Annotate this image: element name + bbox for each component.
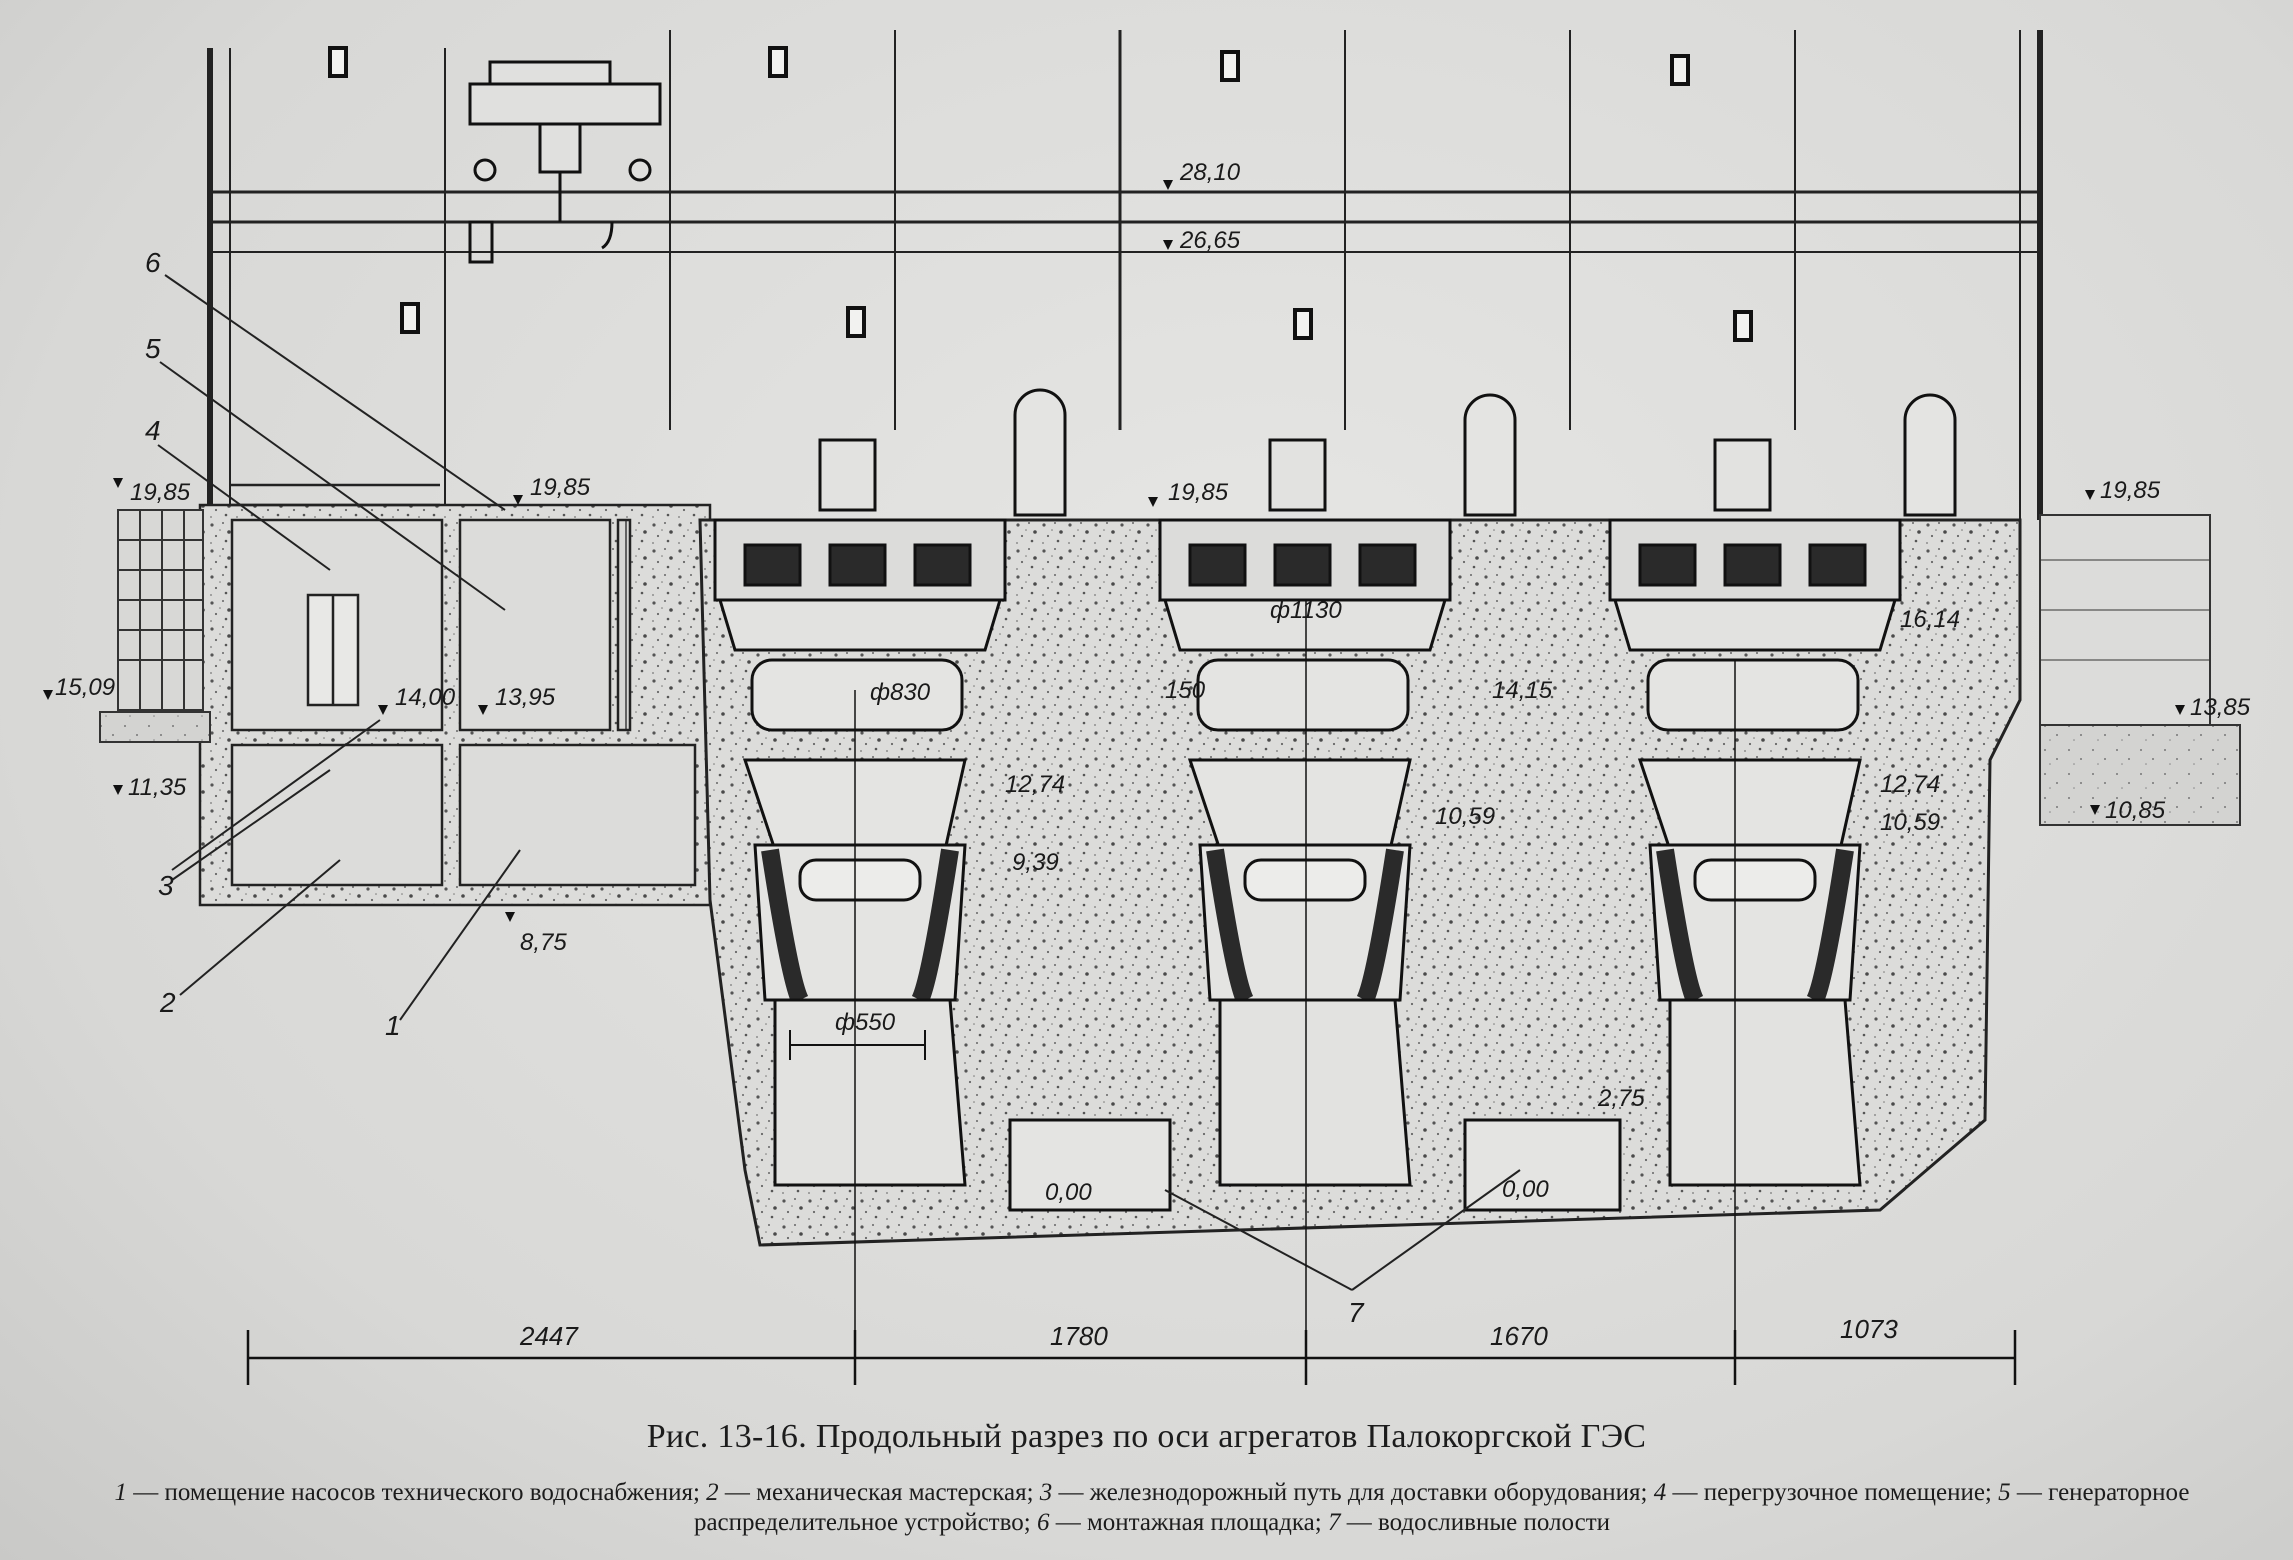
legend-number-2: 2 (706, 1479, 719, 1506)
figure-caption: Рис. 13-16. Продольный разрез по оси агр… (646, 1418, 1647, 1455)
callout-7: 7 (1348, 1297, 1365, 1328)
elevation-19-85-middle: 19,85 (1168, 479, 1229, 506)
elevation-10-59-unit2: 10,59 (1435, 803, 1495, 830)
diameter-550: ф550 (835, 1009, 896, 1036)
elevation-19-85-left: 19,85 (130, 479, 191, 506)
turbine-unit-2 (1158, 393, 1517, 1187)
elevation-9-39: 9,39 (1012, 849, 1059, 876)
turbine-unit-1 (713, 388, 1067, 1187)
building-frame (207, 30, 2043, 520)
overhead-crane (468, 60, 662, 264)
diameter-550-dimension (789, 1030, 926, 1060)
elevation-15-09: 15,09 (55, 674, 115, 701)
building-windows (328, 46, 1753, 342)
diameter-1130: ф1130 (1270, 597, 1342, 624)
callout-4: 4 (145, 415, 161, 446)
elevation-12-74-unit3: 12,74 (1880, 771, 1940, 798)
elevation-10-59-unit3: 10,59 (1880, 809, 1940, 836)
legend-number-3: 3 (1039, 1479, 1053, 1506)
elevation-8-75: 8,75 (520, 929, 567, 956)
callout-5: 5 (145, 333, 161, 364)
span-2447: 2447 (519, 1321, 579, 1351)
callout-leaders (157, 274, 1521, 1291)
elevation-13-85: 13,85 (2190, 694, 2251, 721)
elevation-0-00-b: 0,00 (1502, 1176, 1549, 1203)
span-1670: 1670 (1490, 1321, 1548, 1351)
legend-text-5: — генераторное распределительное устройс… (693, 1479, 2190, 1536)
legend-number-5: 5 (1998, 1479, 2011, 1506)
callout-2: 2 (159, 987, 176, 1018)
elevation-2-75: 2,75 (1597, 1085, 1645, 1112)
legend-number-6: 6 (1036, 1509, 1050, 1536)
span-dimension-line (246, 600, 2017, 1385)
elevation-13-95: 13,95 (495, 684, 556, 711)
legend-number-1: 1 (114, 1479, 128, 1506)
legend-text-1: — помещение насосов технического водосна… (127, 1479, 707, 1506)
elevation-10-85: 10,85 (2105, 797, 2166, 824)
elevation-11-35: 11,35 (128, 774, 187, 801)
elevation-14-15: 14,15 (1492, 677, 1553, 704)
elevation-16-14: 16,14 (1900, 606, 1960, 633)
diameter-830: ф830 (870, 679, 931, 706)
legend-number-7: 7 (1327, 1509, 1341, 1536)
elevation-0-00-a: 0,00 (1045, 1179, 1092, 1206)
legend-text-6: — монтажная площадка; (1049, 1509, 1328, 1536)
elevation-28-10: 28,10 (1179, 159, 1241, 186)
figure-legend: 1 — помещение насосов технического водос… (52, 1478, 2252, 1538)
legend-number-4: 4 (1653, 1479, 1667, 1506)
spillway-cavities (1008, 1118, 1622, 1212)
elevation-14-00: 14,00 (395, 684, 456, 711)
legend-text-7: — водосливные полости (1340, 1509, 1611, 1536)
hydro-station-section-drawing: 28,10 26,65 19,85 19,85 19,85 19,85 15,0… (43, 30, 2251, 1385)
elevation-markers (43, 180, 2185, 922)
span-1780: 1780 (1050, 1321, 1108, 1351)
left-stair-grid (117, 509, 204, 711)
left-auxiliary-block (198, 483, 712, 907)
callout-1: 1 (385, 1010, 401, 1041)
elevation-19-85-center-left: 19,85 (530, 474, 591, 501)
legend-text-3: — железнодорожный путь для доставки обор… (1052, 1479, 1654, 1506)
turbine-unit-3 (1608, 393, 1957, 1187)
elevation-19-85-right: 19,85 (2100, 477, 2161, 504)
callout-6: 6 (145, 247, 161, 278)
callout-3: 3 (158, 870, 174, 901)
span-1073: 1073 (1840, 1314, 1898, 1344)
legend-text-4: — перегрузочное помещение; (1666, 1479, 1999, 1506)
legend-text-2: — механическая мастерская; (718, 1479, 1040, 1506)
elevation-26-65: 26,65 (1179, 227, 1241, 254)
elevation-12-74-unit1: 12,74 (1005, 771, 1065, 798)
dimension-150: 150 (1165, 677, 1206, 704)
